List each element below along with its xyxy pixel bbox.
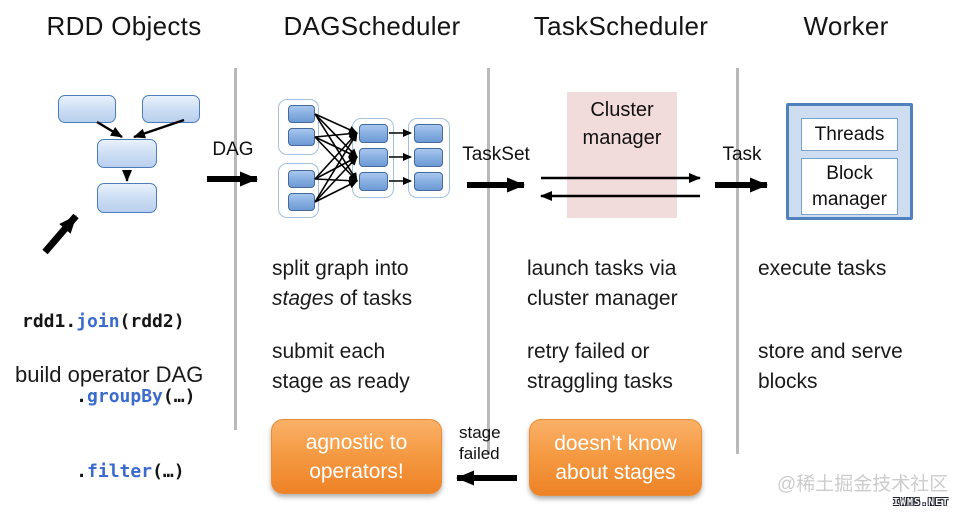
rdd-node-1 [58, 95, 116, 123]
watermark-text: @稀土掘金技术社区 [777, 474, 949, 495]
rdd-node-4 [97, 183, 157, 213]
worker-para-2: store and serve blocks [758, 340, 903, 393]
header-rdd-objects: RDD Objects [46, 11, 202, 41]
divider-3 [736, 68, 739, 454]
worker-para-1: execute tasks [758, 257, 887, 280]
task-node [288, 105, 315, 123]
rdd-node-2 [142, 95, 200, 123]
taskscheduler-para-2: retry failed or straggling tasks [527, 340, 673, 393]
cluster-manager-box: Cluster manager [567, 92, 677, 218]
task-node [359, 148, 388, 167]
header-dagscheduler: DAGScheduler [283, 11, 461, 41]
task-node [288, 128, 315, 146]
task-node [359, 172, 388, 191]
task-node [359, 124, 388, 143]
task-node [414, 172, 443, 191]
code-line-3: .filter(…) [22, 461, 185, 482]
header-worker: Worker [803, 11, 889, 41]
task-node [288, 170, 315, 188]
header-taskscheduler: TaskScheduler [533, 11, 709, 41]
rdd-caption: build operator DAG [15, 362, 204, 387]
task-arrow-label: Task [722, 144, 762, 165]
worker-box: Threads Block manager [786, 103, 913, 220]
rdd-node-3 [97, 139, 157, 168]
task-node [288, 193, 315, 211]
divider-1 [234, 68, 237, 430]
code-line-2: .groupBy(…) [22, 386, 196, 407]
taskscheduler-para-1: launch tasks via cluster manager [527, 257, 678, 310]
dag-arrow-label: DAG [212, 139, 254, 160]
dagscheduler-para-2: submit each stage as ready [272, 340, 410, 393]
callout-doesnt-know-stages: doesn’t know about stages [529, 419, 702, 496]
taskset-arrow-label: TaskSet [462, 144, 530, 165]
task-node [414, 148, 443, 167]
task-node [414, 124, 443, 143]
watermark-badge: IWMS.NET [893, 497, 950, 508]
build-dag-arrow [42, 213, 79, 255]
callout-agnostic-operators: agnostic to operators! [271, 419, 442, 494]
stage-failed-label: stage failed [459, 423, 501, 463]
threads-box: Threads [801, 118, 898, 151]
divider-2 [487, 68, 490, 454]
block-manager-box: Block manager [801, 158, 898, 215]
code-line-1: rdd1.join(rdd2) [22, 311, 185, 332]
rdd-code: rdd1.join(rdd2) .groupBy(…) .filter(…) [22, 259, 195, 512]
